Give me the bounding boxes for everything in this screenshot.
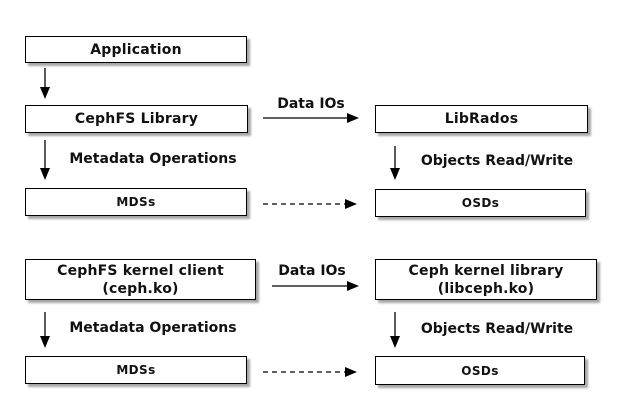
librados-label: LibRados (444, 111, 519, 127)
objects-read-write-label-top: Objects Read/Write (420, 153, 574, 169)
osd-box-bottom: OSDs (375, 356, 585, 385)
metadata-operations-label-top: Metadata Operations (69, 151, 237, 167)
mds-box-top: MDSs (25, 188, 247, 216)
kernel-library-sublabel: (libceph.ko) (437, 280, 535, 297)
kernel-client-label: CephFS kernel client (57, 262, 224, 279)
kernel-library-label: Ceph kernel library (408, 262, 564, 279)
librados-box: LibRados (375, 105, 588, 133)
data-ios-label-bottom: Data IOs (278, 263, 346, 279)
osd-box-top: OSDs (375, 189, 586, 217)
mds-bottom-label: MDSs (116, 363, 156, 377)
application-box: Application (25, 36, 247, 63)
metadata-operations-label-bottom: Metadata Operations (69, 320, 237, 336)
data-ios-label-top: Data IOs (277, 96, 345, 112)
osd-bottom-label: OSDs (461, 363, 499, 378)
ceph-kernel-library-box: Ceph kernel library (libceph.ko) (375, 259, 597, 300)
cephfs-kernel-client-box: CephFS kernel client (ceph.ko) (25, 259, 256, 300)
osd-top-label: OSDs (461, 196, 500, 210)
cephfs-library-box: CephFS Library (25, 105, 248, 133)
mds-box-bottom: MDSs (25, 356, 247, 384)
application-label: Application (90, 41, 182, 58)
mds-top-label: MDSs (116, 195, 156, 209)
objects-read-write-label-bottom: Objects Read/Write (420, 321, 574, 337)
cephfs-library-label: CephFS Library (74, 111, 199, 127)
kernel-client-sublabel: (ceph.ko) (102, 280, 179, 297)
